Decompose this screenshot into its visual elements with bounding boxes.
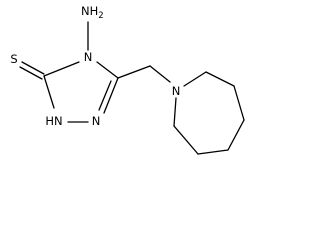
bond-c3-n1 xyxy=(43,75,55,109)
bond-n2-c5-a xyxy=(103,77,119,114)
atom-label-ring-n4: N xyxy=(84,50,93,64)
bond-az-c2-c3 xyxy=(233,85,245,121)
bond-az-c5-c6 xyxy=(173,125,199,155)
bond-c3-s-b xyxy=(19,66,43,80)
atom-label-amino: NH2 xyxy=(81,4,104,21)
bond-c5-ch2 xyxy=(117,65,151,79)
bond-az-c3-c4 xyxy=(227,119,245,151)
atom-labels: NH2 S N HN N N xyxy=(10,4,180,128)
atom-label-azepane-n: N xyxy=(172,84,181,98)
bond-ch2-n xyxy=(149,65,171,83)
bond-az-c6-n xyxy=(173,97,177,127)
bond-n2-c5-b xyxy=(98,80,112,111)
bonds xyxy=(19,21,245,155)
bond-n4-c5 xyxy=(96,61,119,79)
atom-label-thione-s: S xyxy=(10,52,17,66)
atom-label-ring-nh: HN xyxy=(45,114,62,128)
bond-c3-n4 xyxy=(43,61,80,77)
bond-az-c1-c2 xyxy=(205,71,235,87)
bond-c3-s-a xyxy=(21,61,45,75)
molecule-structure: NH2 S N HN N N xyxy=(10,4,245,155)
bond-az-n-c1 xyxy=(183,71,207,87)
bond-az-c4-c5 xyxy=(197,149,229,155)
atom-label-ring-n2: N xyxy=(92,114,101,128)
